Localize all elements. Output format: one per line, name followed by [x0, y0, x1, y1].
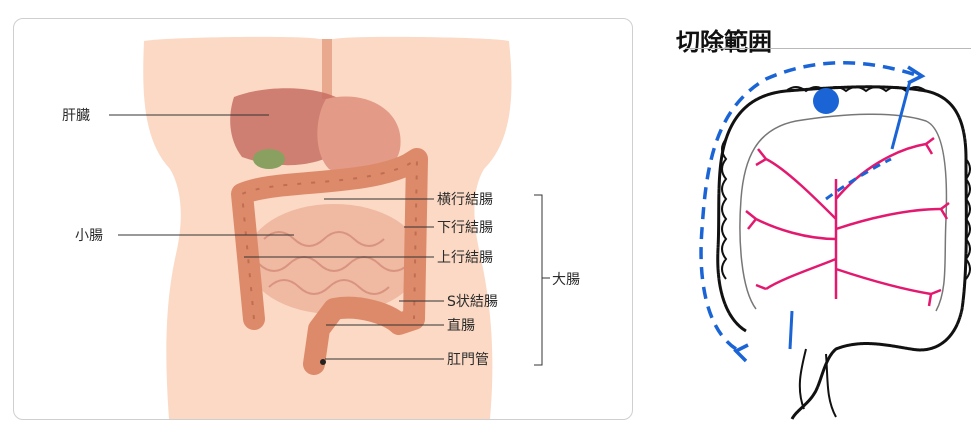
resection-range-arrow	[701, 63, 916, 349]
resection-arrowhead-bottom	[736, 345, 748, 361]
tumor-marker	[813, 88, 839, 114]
label-anus: 肛門管	[447, 349, 489, 369]
label-small-intestine: 小腸	[75, 225, 103, 245]
small-intestine-shape	[246, 204, 422, 314]
colon-outline	[718, 87, 967, 419]
label-ascending-colon: 上行結腸	[437, 247, 493, 267]
resection-diagram	[686, 49, 971, 423]
label-large-intestine: 大腸	[552, 269, 580, 289]
large-intestine-bracket	[534, 195, 550, 365]
cut-line-left	[790, 311, 792, 349]
gallbladder-shape	[253, 149, 285, 169]
label-descending-colon: 下行結腸	[437, 217, 493, 237]
label-liver: 肝臓	[62, 105, 90, 125]
esophagus	[322, 39, 332, 99]
label-transverse-colon: 横行結腸	[437, 189, 493, 209]
label-sigmoid-colon: S状結腸	[447, 291, 498, 311]
label-rectum: 直腸	[447, 315, 475, 335]
mesenteric-vessels	[746, 138, 949, 306]
anus-marker	[320, 359, 326, 365]
colon-inner-band	[740, 114, 947, 311]
anatomy-figure-panel: 肝臓 小腸 横行結腸 下行結腸 上行結腸 大腸 S状結腸 直腸 肛門管	[13, 18, 633, 420]
anatomy-illustration	[14, 19, 632, 419]
